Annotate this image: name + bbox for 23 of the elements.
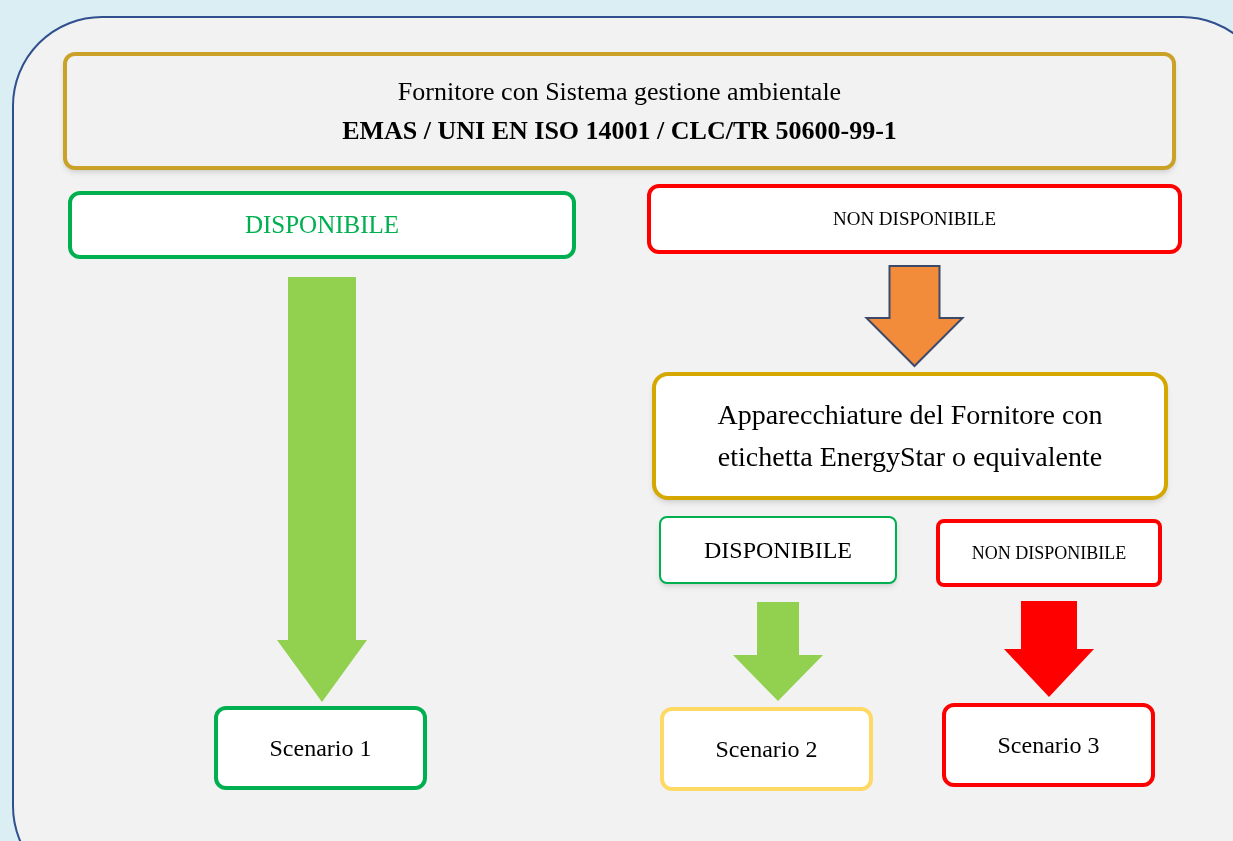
header-box	[63, 52, 1176, 170]
box-text: Scenario 1	[269, 734, 372, 763]
block-arrow	[1004, 601, 1094, 697]
block-arrow	[277, 277, 367, 702]
block-arrow	[733, 602, 823, 701]
box-text: DISPONIBILE	[704, 536, 852, 565]
status-box	[659, 516, 897, 584]
box-text: Fornitore con Sistema gestione ambientale	[397, 76, 842, 108]
box-text: Apparecchiature del Fornitore con etichetta EnergyStar o equivalente	[716, 398, 1104, 474]
box-text: Scenario 2	[715, 735, 818, 764]
box-text: DISPONIBILE	[244, 210, 400, 241]
box-text: NON DISPONIBILE	[970, 542, 1128, 564]
box-text: EMAS / UNI EN ISO 14001 / CLC/TR 50600-99-1	[342, 115, 897, 147]
status-box	[647, 184, 1182, 254]
status-box	[936, 519, 1162, 587]
status-box	[652, 372, 1168, 500]
box-text: Scenario 3	[997, 731, 1100, 760]
scenario-box	[942, 703, 1155, 787]
box-text: NON DISPONIBILE	[832, 206, 997, 231]
block-arrow	[864, 265, 965, 368]
scenario-box	[214, 706, 427, 790]
scenario-box	[660, 707, 873, 791]
status-box	[68, 191, 576, 259]
